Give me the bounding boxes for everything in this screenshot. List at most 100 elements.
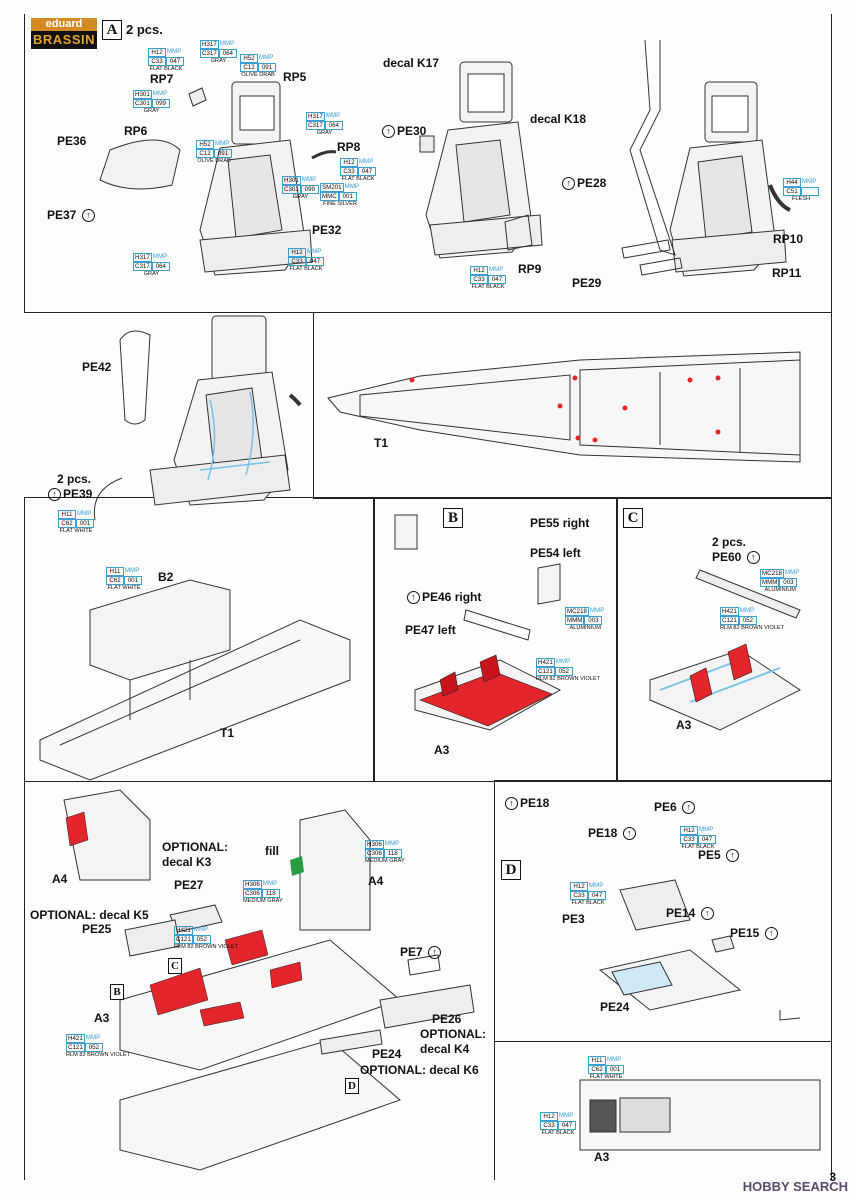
label-optional-k4-1: OPTIONAL: — [420, 1027, 486, 1041]
label-a4-right: A4 — [368, 874, 384, 888]
bend-symbol-icon: ↑ — [764, 927, 778, 941]
label-pe47: PE47 left — [405, 623, 456, 637]
label-pe29: PE29 — [572, 276, 602, 290]
label-pe24-main: PE24 — [372, 1047, 402, 1061]
label-pe15: PE15 ↑ — [730, 926, 780, 941]
label-pe3: PE3 — [562, 912, 585, 926]
section-c-red-parts — [689, 643, 753, 703]
panel-section-d — [494, 780, 832, 1042]
label-pe5: PE5 ↑ — [698, 848, 741, 863]
label-pe39: ↑PE39 — [46, 487, 92, 502]
fill-marker — [290, 856, 304, 876]
page-number: 3 — [829, 1170, 836, 1184]
section-a-letter: A — [102, 20, 122, 40]
label-t1-floor: T1 — [220, 726, 235, 740]
ejection-seat-1-drawing — [99, 81, 337, 276]
tub-glue-points — [409, 375, 721, 443]
bend-symbol-icon: ↑ — [746, 551, 760, 565]
ref-c: C — [168, 958, 182, 974]
label-pe6: PE6 ↑ — [654, 800, 697, 815]
label-optional-k3-1: OPTIONAL: — [162, 840, 228, 854]
label-rp5: RP5 — [283, 70, 307, 84]
logo-eduard: eduard — [31, 18, 97, 31]
label-pe27: PE27 — [174, 878, 204, 892]
section-d-drawing — [598, 879, 801, 1021]
label-decal-k18: decal K18 — [530, 112, 587, 126]
label-pe36: PE36 — [57, 134, 87, 148]
label-a3-d: A3 — [594, 1150, 610, 1164]
label-pe37: PE37 ↑ — [47, 208, 97, 223]
label-rp9: RP9 — [518, 262, 542, 276]
label-rp7: RP7 — [150, 72, 174, 86]
section-a-qty: 2 pcs. — [126, 22, 163, 37]
label-pe60-qty: 2 pcs. — [712, 535, 747, 549]
label-pe54: PE54 left — [530, 546, 581, 560]
watermark: HOBBY SEARCH — [742, 1179, 848, 1194]
label-pe46: ↑PE46 right — [405, 590, 481, 605]
tub-t1-drawing — [327, 351, 801, 463]
panel-a3-detail — [494, 1040, 832, 1180]
section-b-red-parts — [419, 654, 553, 727]
seat-4-belts — [199, 391, 271, 481]
label-optional-k5: OPTIONAL: decal K5 — [30, 908, 149, 922]
label-a3-b: A3 — [434, 743, 450, 757]
label-pe26: PE26 — [432, 1012, 462, 1026]
panel-section-b — [373, 497, 618, 782]
ejection-seat-3-drawing — [621, 39, 791, 277]
bend-symbol-icon: ↑ — [562, 177, 575, 191]
label-b2: B2 — [158, 570, 174, 584]
cockpit-red-parts — [65, 811, 303, 1027]
label-pe28: ↑PE28 — [560, 176, 606, 191]
label-pe18-b: PE18 ↑ — [588, 826, 638, 841]
section-d-letter: D — [501, 860, 521, 880]
label-pe60: PE60 ↑ — [712, 550, 762, 565]
a3-detail-drawing — [579, 1079, 821, 1151]
label-pe30: ↑PE30 — [380, 124, 426, 139]
label-pe55: PE55 right — [530, 516, 590, 530]
ref-b: B — [110, 984, 124, 1000]
label-optional-k3-2: decal K3 — [162, 855, 212, 869]
label-decal-k17: decal K17 — [383, 56, 440, 70]
b2-t1-drawing — [39, 579, 351, 781]
ref-d: D — [345, 1078, 359, 1094]
bend-symbol-icon: ↑ — [407, 591, 420, 605]
label-optional-k6: OPTIONAL: decal K6 — [360, 1063, 479, 1077]
bend-symbol-icon: ↑ — [622, 827, 636, 841]
logo-brassin: BRASSIN — [31, 31, 97, 49]
label-a4-left: A4 — [52, 872, 68, 886]
panel-section-c — [616, 497, 832, 782]
label-rp6: RP6 — [124, 124, 148, 138]
bend-symbol-icon: ↑ — [382, 125, 395, 139]
section-c-drawing — [649, 569, 801, 731]
label-optional-k4-2: decal K4 — [420, 1042, 470, 1056]
label-pe7: PE7 ↑ — [400, 945, 443, 960]
label-rp8: RP8 — [337, 140, 361, 154]
panel-cockpit-a3 — [24, 780, 495, 1180]
bend-symbol-icon: ↑ — [48, 488, 61, 502]
bend-symbol-icon: ↑ — [700, 907, 714, 921]
label-rp10: RP10 — [773, 232, 804, 246]
section-c-letter: C — [623, 508, 643, 528]
label-t1-tub: T1 — [374, 436, 389, 450]
bend-symbol-icon: ↑ — [81, 209, 95, 223]
cockpit-a3-drawing — [63, 789, 475, 1171]
